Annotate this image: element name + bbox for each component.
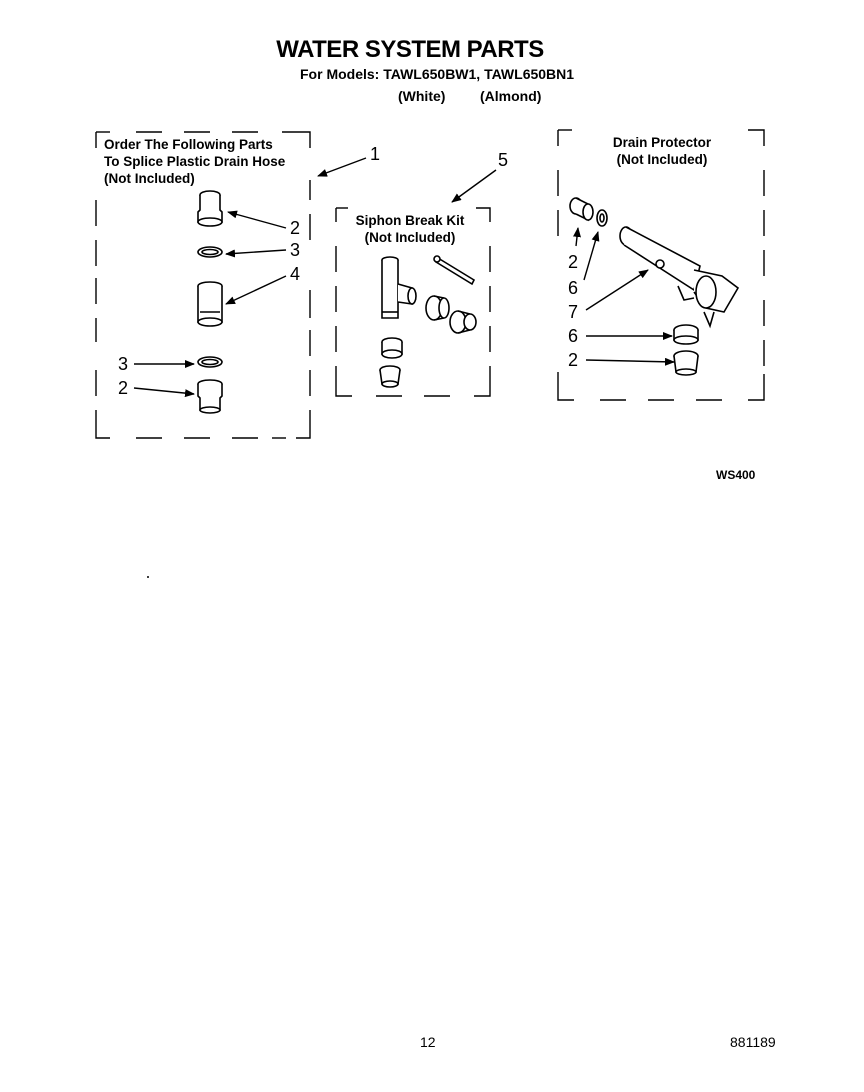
callout-6-drain-top: 6 [568, 278, 579, 298]
diagram-code: WS400 [716, 468, 756, 482]
callout-7-drain: 7 [568, 302, 579, 322]
siphon-nut [425, 295, 450, 321]
color-white: (White) [398, 88, 446, 104]
page-title: WATER SYSTEM PARTS [276, 36, 544, 63]
drain-title-line2: (Not Included) [616, 152, 708, 167]
callout-5: 5 [498, 150, 509, 170]
siphon-cap [449, 310, 477, 334]
color-almond: (Almond) [480, 88, 542, 104]
siphon-bushing [379, 365, 401, 388]
splice-title-line1: Order The Following Parts [104, 137, 273, 152]
drain-part-2-bottom [673, 350, 699, 376]
siphon-pin [433, 255, 476, 286]
part-4-connector [197, 281, 223, 327]
drain-parts [569, 197, 740, 376]
callout-2-drain-bottom: 2 [568, 350, 579, 370]
part-2-coupling-bottom [197, 379, 223, 414]
drain-group-box [557, 129, 765, 401]
splice-parts [197, 190, 223, 414]
drain-group-title: Drain Protector (Not Included) [578, 134, 746, 168]
leader-3-top [225, 249, 287, 258]
drain-part-6-bottom [673, 324, 699, 345]
splice-group-box [95, 131, 311, 439]
callout-4-splice: 4 [290, 264, 301, 284]
splice-group-title: Order The Following Parts To Splice Plas… [104, 136, 285, 187]
siphon-grommet [381, 337, 403, 359]
drain-part-7-body [619, 226, 740, 329]
leader-5 [451, 169, 497, 203]
leader-1 [317, 157, 367, 177]
scan-speck [147, 576, 149, 578]
splice-title-line3: (Not Included) [104, 171, 195, 186]
models-line: For Models: TAWL650BW1, TAWL650BN1 [300, 66, 575, 82]
document-number: 881189 [730, 1034, 776, 1050]
leader-2-bottom [133, 387, 195, 398]
leader-7 [585, 269, 649, 311]
part-2-coupling-top [197, 190, 223, 227]
siphon-title-line2: (Not Included) [364, 230, 456, 245]
callout-2-splice-bottom: 2 [118, 378, 129, 398]
page-number: 12 [420, 1034, 436, 1050]
siphon-parts [379, 255, 477, 388]
drain-part-6-top [596, 209, 608, 227]
leader-4 [225, 275, 287, 305]
siphon-tee [381, 256, 417, 319]
callout-2-splice-top: 2 [290, 218, 301, 238]
part-3-clamp-bottom [197, 356, 223, 368]
callout-3-splice-bottom: 3 [118, 354, 129, 374]
siphon-group-title: Siphon Break Kit (Not Included) [342, 212, 478, 246]
siphon-group-box [335, 207, 491, 397]
part-3-clamp-top [197, 246, 223, 258]
splice-title-line2: To Splice Plastic Drain Hose [104, 154, 286, 169]
leader-2-top [227, 210, 287, 229]
leader-2-drain-top [573, 227, 581, 247]
siphon-title-line1: Siphon Break Kit [355, 213, 465, 228]
leader-2-drain-bottom [585, 357, 675, 366]
callout-1: 1 [370, 144, 381, 164]
callout-3-splice-top: 3 [290, 240, 301, 260]
leader-6-drain-top [583, 231, 600, 281]
drain-part-2-top [569, 197, 594, 222]
drain-title-line1: Drain Protector [612, 135, 712, 150]
callout-6-drain-bottom: 6 [568, 326, 579, 346]
callout-2-drain-top: 2 [568, 252, 579, 272]
leader-lines [133, 157, 675, 398]
